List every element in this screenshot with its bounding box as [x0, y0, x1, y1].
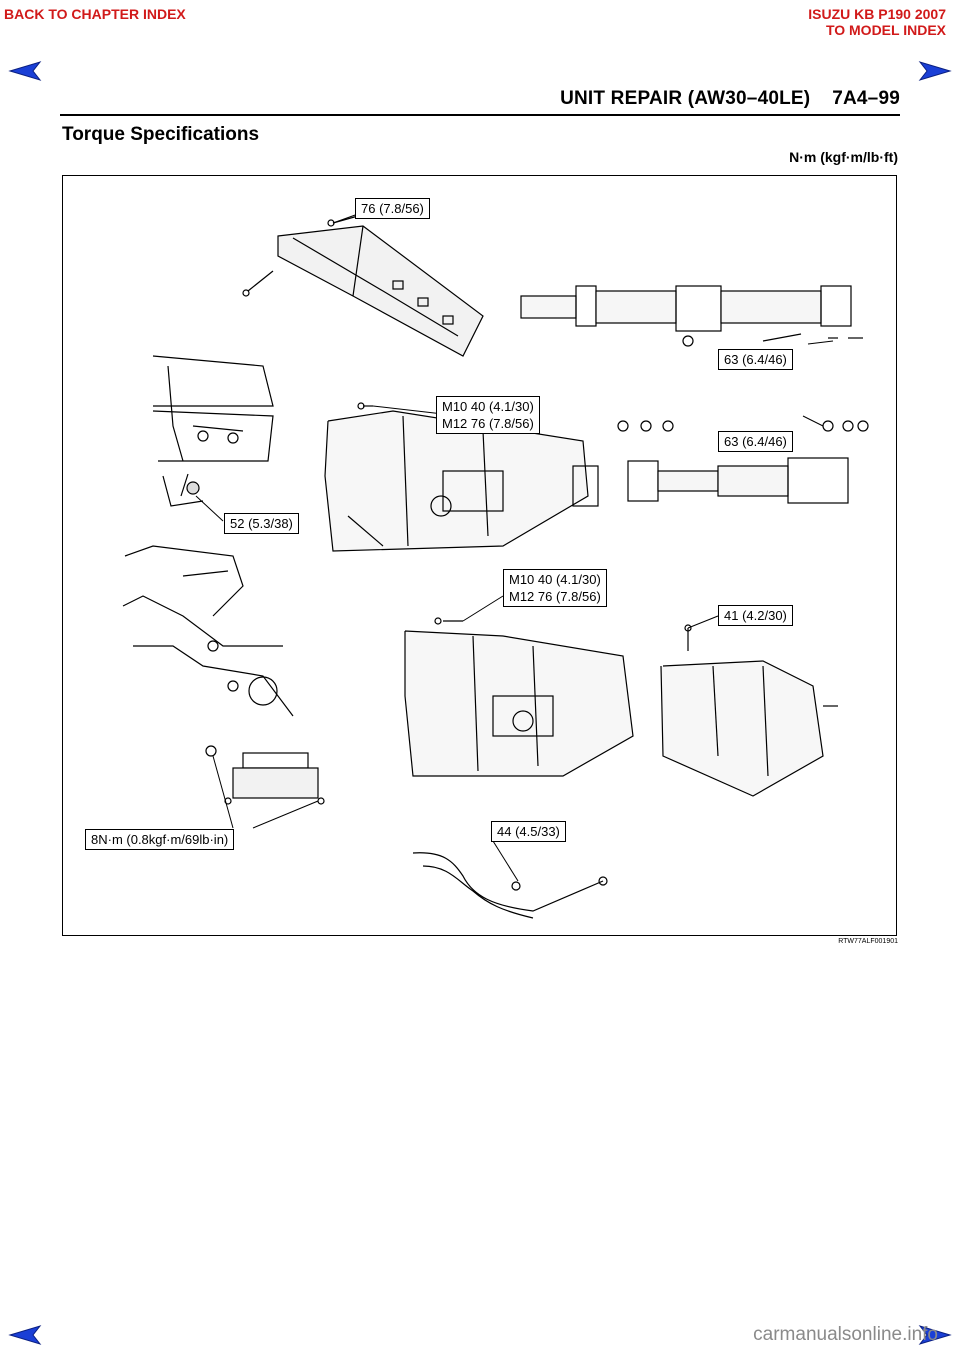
figure-code: RTW77ALF001901: [838, 938, 898, 945]
oil-pan-drain-illustration: [152, 355, 274, 507]
to-model-index-text[interactable]: TO MODEL INDEX: [825, 22, 946, 38]
callout-crossmember-torque: 76 (7.8/56): [355, 198, 430, 219]
callout-drain-plug-torque: 52 (5.3/38): [224, 513, 299, 534]
callout-transfer-case-torque: 41 (4.2/30): [718, 605, 793, 626]
bracket-illustration: [205, 745, 325, 805]
callout-transmission-upper-torque: M10 40 (4.1/30) M12 76 (7.8/56): [436, 396, 540, 434]
callout-line-m10: M10 40 (4.1/30): [509, 572, 601, 587]
prev-page-arrow-bottom-icon[interactable]: [8, 1324, 42, 1346]
rear-propeller-shaft-illustration: [520, 285, 863, 347]
callout-line-m12: M12 76 (7.8/56): [442, 416, 534, 431]
header-divider: [60, 114, 900, 116]
transmission-lower-illustration: [404, 617, 634, 777]
callout-line-m12: M12 76 (7.8/56): [509, 589, 601, 604]
back-to-chapter-index-link[interactable]: BACK TO CHAPTER INDEX: [4, 6, 186, 22]
transfer-case-illustration: [660, 624, 838, 797]
crossmember-illustration: [242, 215, 484, 357]
callout-transmission-lower-torque: M10 40 (4.1/30) M12 76 (7.8/56): [503, 569, 607, 607]
callout-rear-prop-shaft-torque: 63 (6.4/46): [718, 349, 793, 370]
transmission-upper-illustration: [324, 402, 599, 552]
prev-page-arrow-icon[interactable]: [8, 60, 42, 82]
torque-diagram-drawing: [122, 213, 869, 919]
callout-oil-cooler-pipe-torque: 44 (4.5/33): [491, 821, 566, 842]
page-header-title: UNIT REPAIR (AW30–40LE) 7A4–99: [560, 88, 900, 109]
oil-cooler-pipe-illustration: [412, 852, 608, 919]
leader-lines: [195, 213, 834, 882]
model-index-link[interactable]: ISUZU KB P190 2007 TO MODEL INDEX: [808, 6, 946, 38]
next-page-arrow-icon[interactable]: [918, 60, 952, 82]
front-propeller-shaft-illustration: [617, 420, 869, 504]
callout-bracket-torque: 8N·m (0.8kgf·m/69lb·in): [85, 829, 235, 850]
torque-diagram: 76 (7.8/56) 63 (6.4/46) M10 40 (4.1/30) …: [62, 175, 897, 936]
callout-line-m10: M10 40 (4.1/30): [442, 399, 534, 414]
model-title-text: ISUZU KB P190 2007: [808, 6, 946, 22]
next-page-arrow-bottom-icon[interactable]: [918, 1324, 952, 1346]
shift-linkage-illustration: [122, 545, 294, 717]
callout-front-prop-shaft-torque: 63 (6.4/46): [718, 431, 793, 452]
section-title: Torque Specifications: [62, 124, 260, 145]
torque-units-label: N·m (kgf·m/lb·ft): [789, 149, 898, 165]
watermark-text: carmanualsonline.info: [753, 1324, 938, 1345]
